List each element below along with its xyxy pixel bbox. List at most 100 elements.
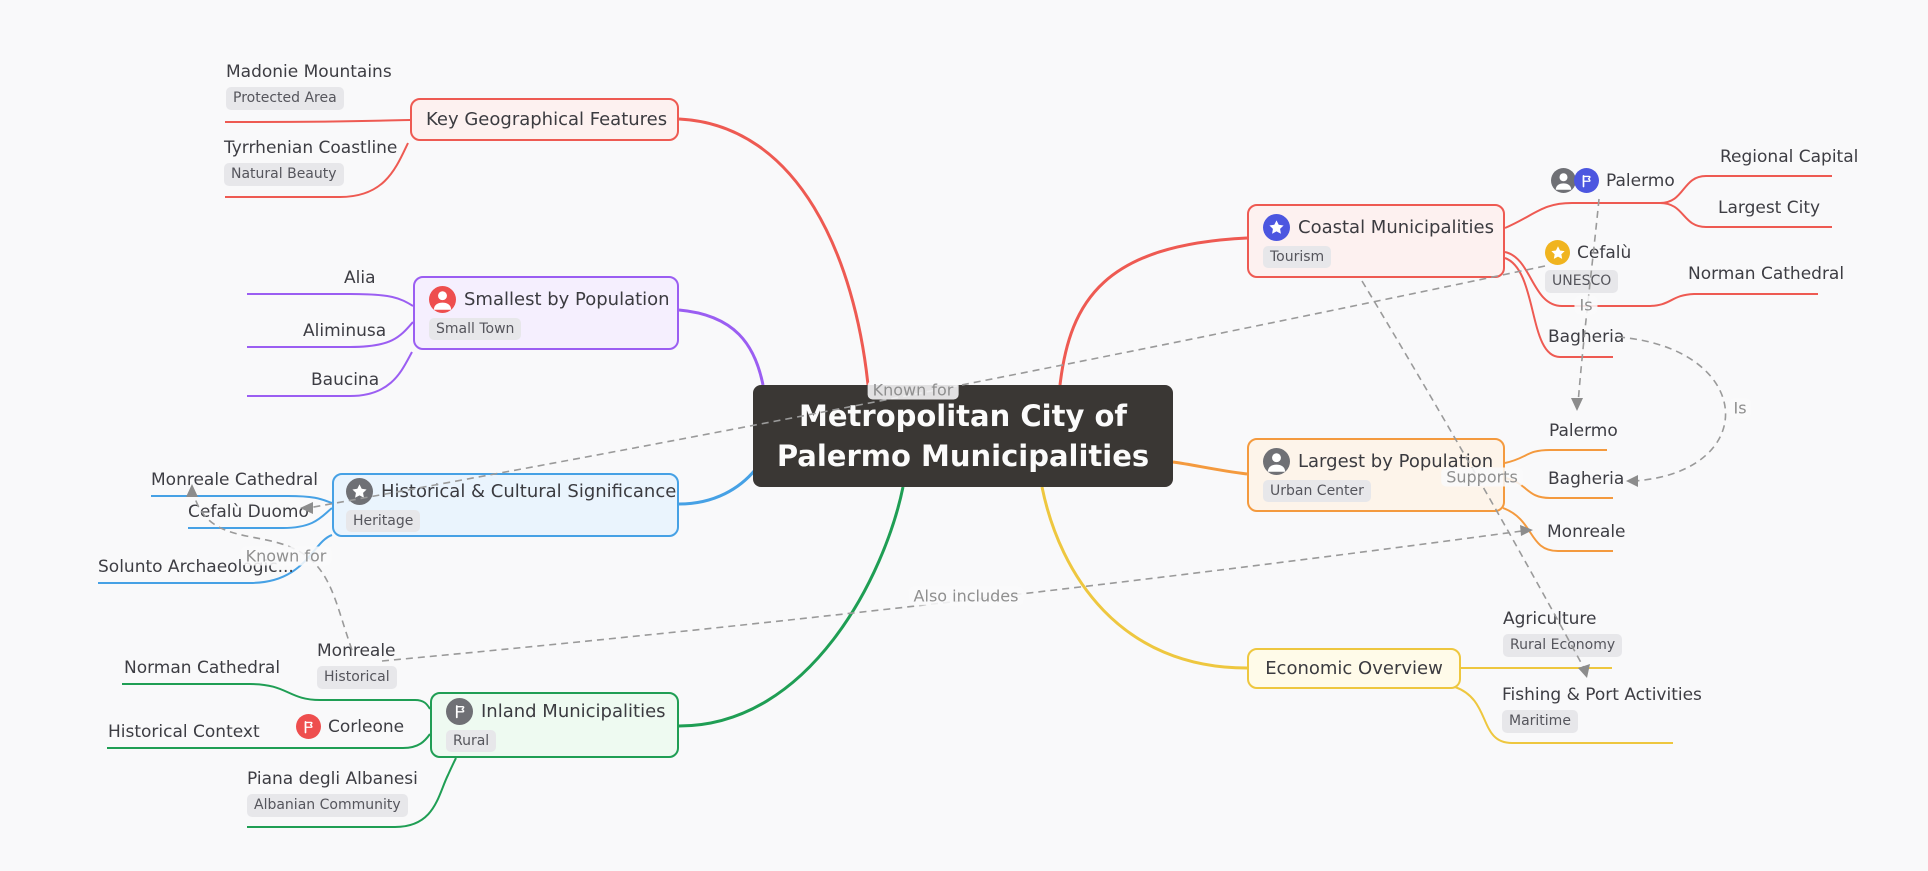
- leaf-badge: Natural Beauty: [224, 163, 344, 186]
- leaf-agriculture[interactable]: Agriculture Rural Economy: [1503, 609, 1623, 657]
- branch-key-geographical-features[interactable]: Key Geographical Features: [410, 98, 679, 141]
- branch-title: Coastal Municipalities: [1298, 216, 1495, 238]
- branch-historical-cultural[interactable]: Historical & Cultural Significance Herit…: [332, 473, 679, 537]
- leaf-label: Alia: [344, 268, 376, 288]
- leaf-piana-degli-albanesi[interactable]: Piana degli Albanesi Albanian Community: [247, 769, 418, 817]
- leaf-palermo-coastal[interactable]: Palermo: [1551, 168, 1675, 193]
- link-label-also-includes: Also includes: [908, 586, 1024, 606]
- edge-center-coastal: [1058, 236, 1248, 386]
- branch-coastal-municipalities[interactable]: Coastal Municipalities Tourism: [1247, 204, 1505, 278]
- leaf-regional-capital[interactable]: Regional Capital: [1720, 147, 1858, 167]
- star-blue-icon: [1263, 213, 1290, 241]
- branch-smallest-by-population[interactable]: Smallest by Population Small Town: [413, 276, 679, 350]
- branch-inland-municipalities[interactable]: Inland Municipalities Rural: [430, 692, 679, 758]
- leaf-tyrrhenian-coastline[interactable]: Tyrrhenian Coastline Natural Beauty: [224, 138, 397, 186]
- leaf-label: Aliminusa: [303, 321, 387, 341]
- leaf-badge: Historical: [317, 666, 397, 689]
- edge-center-smallest: [678, 308, 765, 386]
- leaf-norman-cathedral-coastal[interactable]: Norman Cathedral: [1688, 264, 1844, 284]
- arrowhead-bagheria-largest: [1626, 475, 1638, 487]
- leaf-alia[interactable]: Alia: [344, 268, 376, 288]
- leaf-label: Cefalù: [1577, 242, 1632, 263]
- link-label-is-palermo: Is: [1574, 295, 1598, 315]
- leaf-badge: Albanian Community: [247, 794, 408, 817]
- leaf-badge: Maritime: [1502, 710, 1578, 733]
- edge-center-largest: [1172, 460, 1248, 476]
- edge-center-economic: [1040, 486, 1248, 670]
- leaf-label: Monreale: [317, 641, 396, 661]
- branch-title: Historical & Cultural Significance: [381, 480, 677, 502]
- leaf-label: Palermo: [1606, 170, 1675, 191]
- leaf-label: Fishing & Port Activities: [1502, 685, 1702, 705]
- flag-red-icon: [296, 714, 321, 739]
- branch-badge: Urban Center: [1263, 479, 1371, 503]
- leaf-label: Largest City: [1718, 198, 1821, 218]
- edge-alia: [247, 293, 414, 307]
- leaf-bagheria-largest[interactable]: Bagheria: [1548, 469, 1624, 489]
- edge-palermo-largest: [1504, 449, 1607, 464]
- leaf-madonie-mountains[interactable]: Madonie Mountains Protected Area: [226, 62, 392, 110]
- branch-title: Smallest by Population: [464, 288, 670, 310]
- branch-economic-overview[interactable]: Economic Overview: [1247, 648, 1461, 689]
- leaf-label: Tyrrhenian Coastline: [224, 138, 398, 158]
- leaf-norman-cathedral-inland[interactable]: Norman Cathedral: [124, 658, 280, 678]
- leaf-aliminusa[interactable]: Aliminusa: [303, 321, 386, 341]
- leaf-badge: UNESCO: [1545, 270, 1619, 293]
- leaf-label: Cefalù Duomo: [188, 502, 309, 522]
- leaf-label: Norman Cathedral: [124, 658, 281, 678]
- edge-palermo-coastal: [1504, 202, 1660, 229]
- edge-madonie: [224, 119, 411, 123]
- leaf-fishing-port[interactable]: Fishing & Port Activities Maritime: [1502, 685, 1702, 733]
- leaf-label: Bagheria: [1548, 469, 1625, 489]
- link-bagheria-is: [1617, 336, 1727, 482]
- flag-gray-icon: [446, 697, 473, 725]
- branch-title: Inland Municipalities: [481, 700, 666, 722]
- leaf-label: Baucina: [311, 370, 380, 390]
- leaf-monreale-inland[interactable]: Monreale Historical: [317, 641, 397, 689]
- leaf-label: Madonie Mountains: [226, 62, 392, 82]
- leaf-label: Bagheria: [1548, 327, 1625, 347]
- link-label-is-bagheria: Is: [1728, 398, 1752, 418]
- central-title-line1: Metropolitan City of: [799, 398, 1127, 433]
- leaf-corleone[interactable]: Corleone: [296, 714, 404, 739]
- leaf-label: Palermo: [1549, 421, 1618, 441]
- leaf-largest-city[interactable]: Largest City: [1718, 198, 1820, 218]
- star-yellow-icon: [1545, 240, 1570, 265]
- link-label-known-for-center: Known for: [867, 380, 959, 400]
- person-gray-icon: [1263, 447, 1290, 475]
- flag-blue-icon: [1574, 168, 1599, 193]
- leaf-label: Corleone: [328, 716, 405, 737]
- person-red-icon: [429, 285, 456, 313]
- leaf-label: Piana degli Albanesi: [247, 769, 418, 789]
- leaf-monreale-largest[interactable]: Monreale: [1547, 522, 1626, 542]
- central-node[interactable]: Metropolitan City of Palermo Municipalit…: [753, 385, 1173, 487]
- leaf-label: Historical Context: [108, 722, 260, 742]
- leaf-baucina[interactable]: Baucina: [311, 370, 379, 390]
- arrowhead-monreale-largest: [1520, 525, 1533, 536]
- leaf-cefalu-duomo[interactable]: Cefalù Duomo: [188, 502, 309, 522]
- avatar-gray-icon: [1551, 168, 1576, 193]
- leaf-label: Agriculture: [1503, 609, 1597, 629]
- branch-badge: Small Town: [429, 317, 522, 341]
- leaf-historical-context[interactable]: Historical Context: [108, 722, 260, 742]
- edge-center-inland: [678, 486, 905, 728]
- link-label-known-for-left: Known for: [240, 546, 332, 566]
- branch-title: Economic Overview: [1265, 658, 1443, 679]
- arrowhead-palermo-largest: [1571, 398, 1583, 411]
- leaf-label: Regional Capital: [1720, 147, 1859, 167]
- branch-title: Key Geographical Features: [426, 109, 668, 130]
- leaf-badge: Protected Area: [226, 87, 344, 110]
- leaf-cefalu[interactable]: Cefalù UNESCO: [1545, 240, 1631, 293]
- leaf-monreale-cathedral[interactable]: Monreale Cathedral: [151, 470, 318, 490]
- branch-badge: Tourism: [1263, 245, 1332, 269]
- arrowhead-fishing: [1578, 664, 1590, 678]
- leaf-bagheria-coastal[interactable]: Bagheria: [1548, 327, 1624, 347]
- edge-center-geo: [678, 117, 870, 386]
- leaf-palermo-largest[interactable]: Palermo: [1549, 421, 1618, 441]
- branch-badge: Rural: [446, 729, 497, 753]
- edge-center-historical: [678, 469, 757, 506]
- leaf-label: Norman Cathedral: [1688, 264, 1845, 284]
- star-gray-icon: [346, 477, 373, 505]
- central-title-line2: Palermo Municipalities: [776, 439, 1150, 473]
